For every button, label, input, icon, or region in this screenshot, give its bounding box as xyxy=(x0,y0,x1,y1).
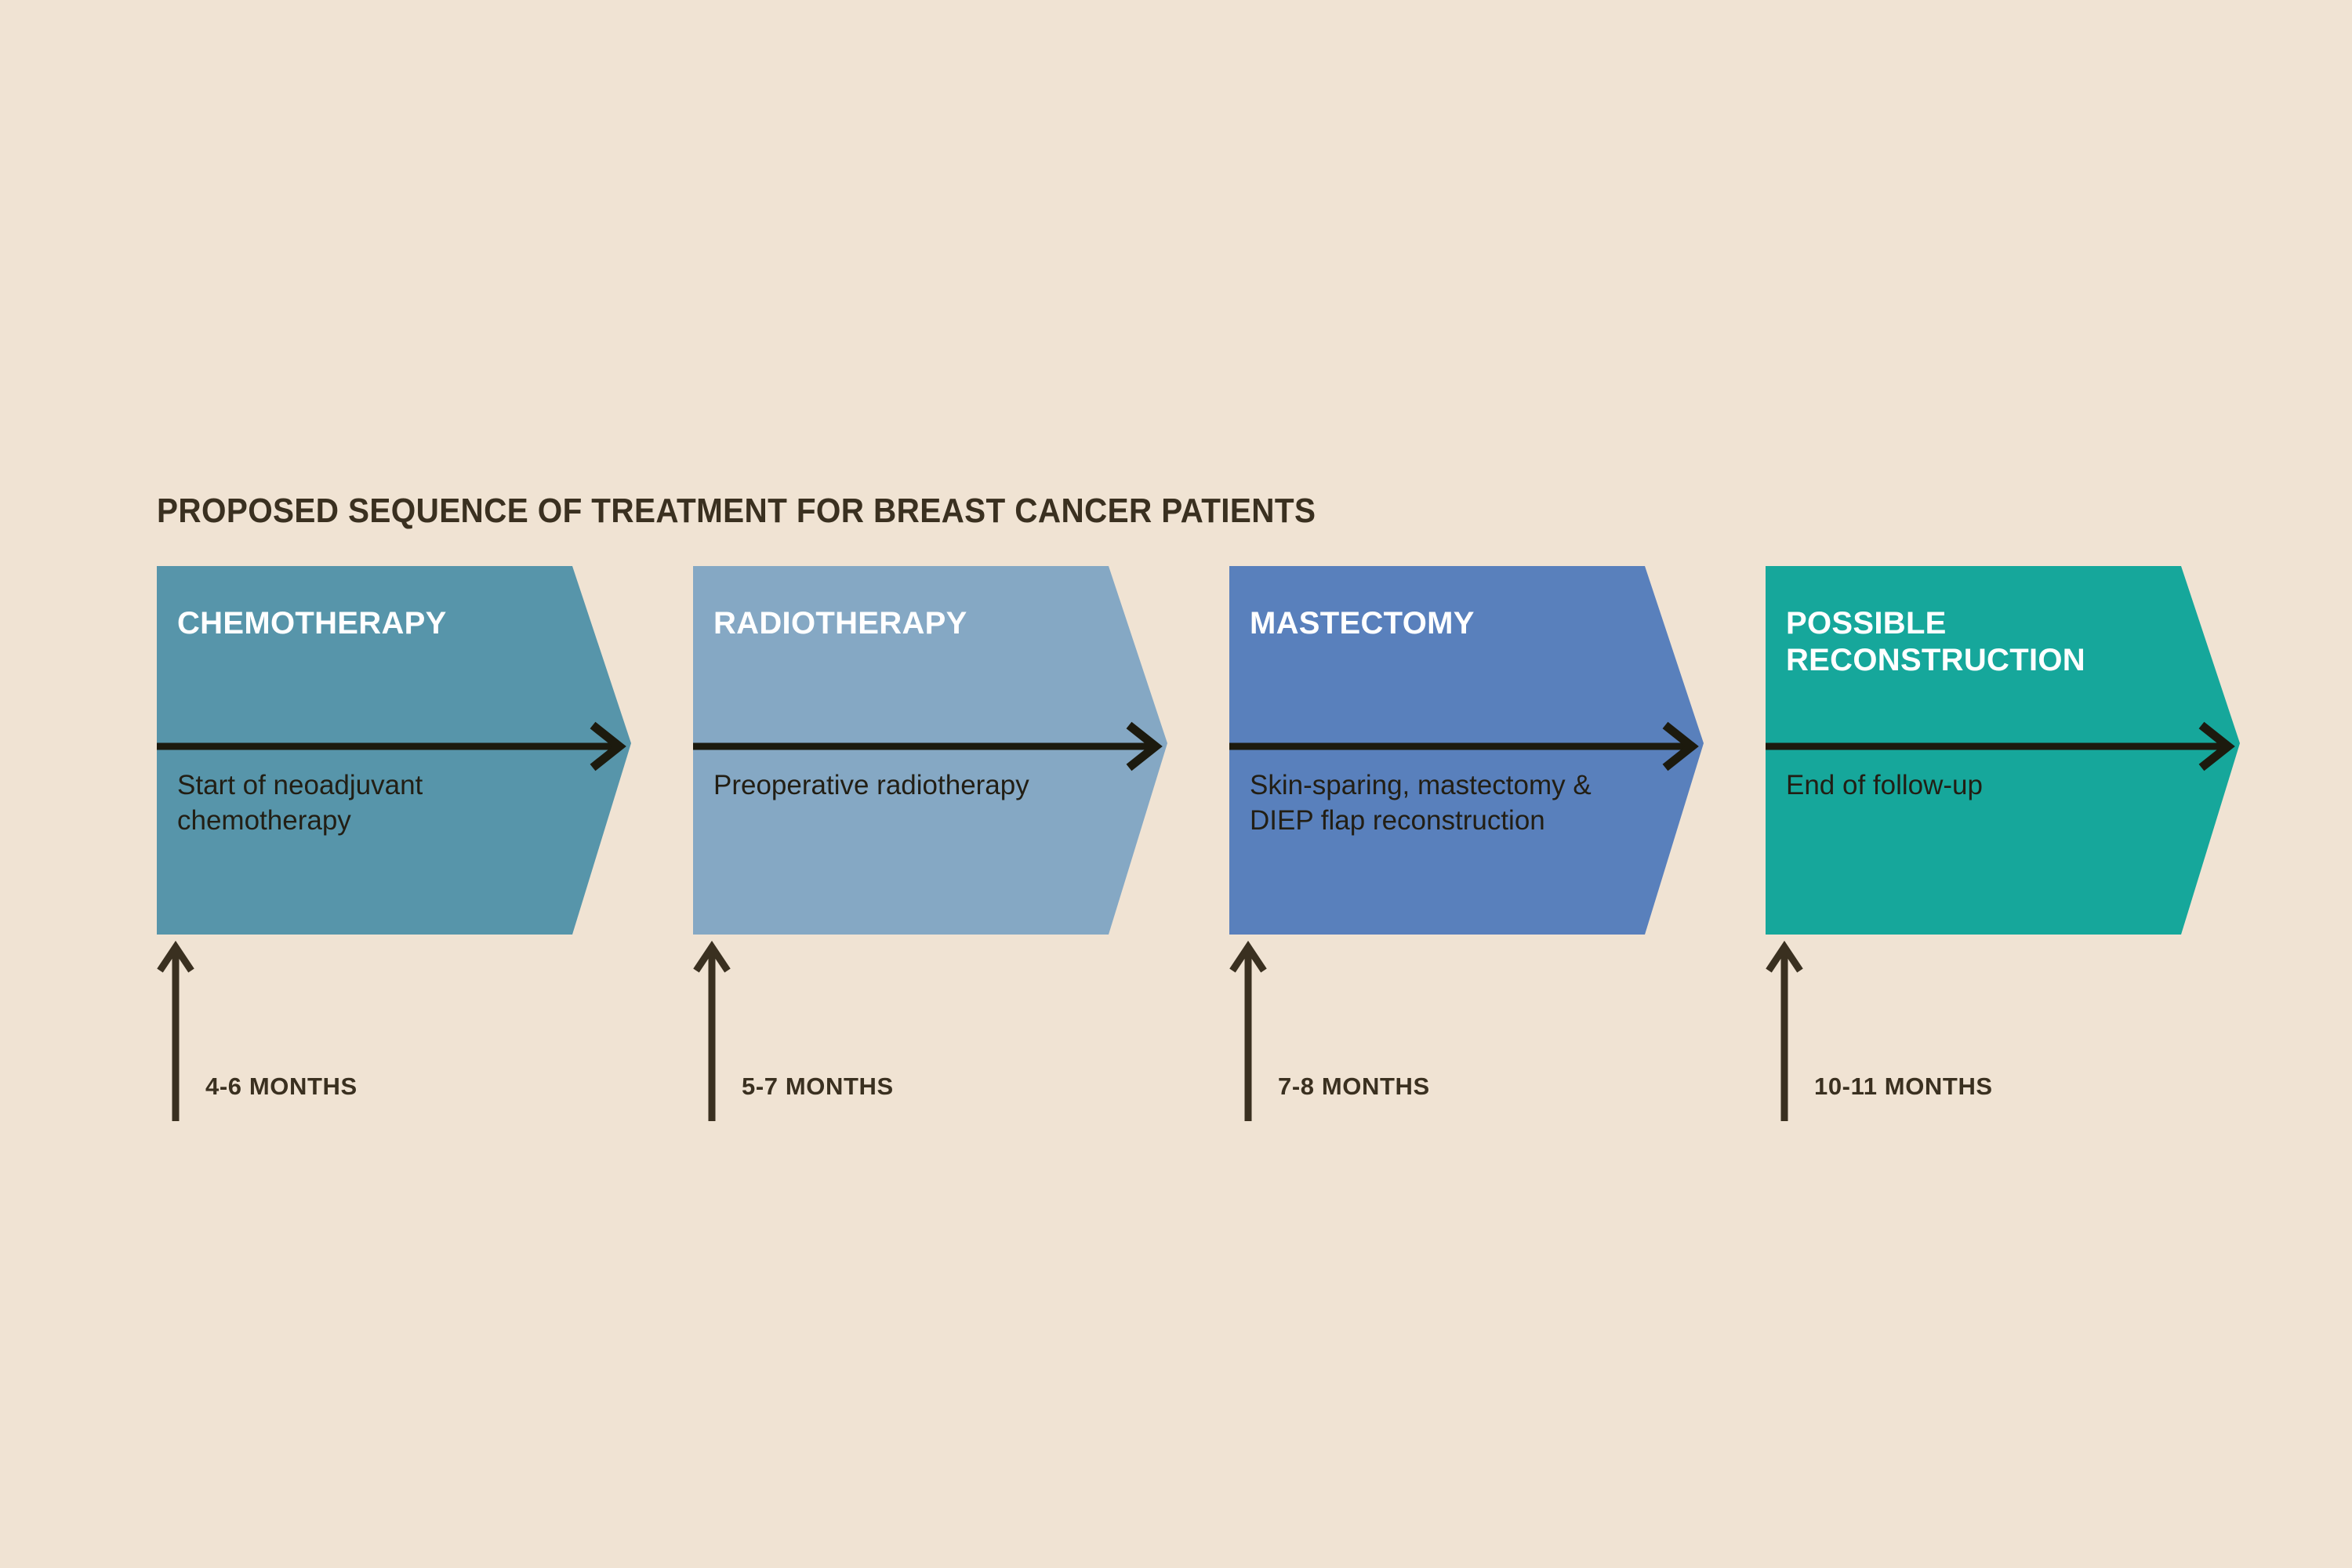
stage-description: Start of neoadjuvant chemotherapy xyxy=(177,770,423,836)
stage-description: Skin-sparing, mastectomy & DIEP flap rec… xyxy=(1250,770,1592,836)
up-arrow-icon xyxy=(157,940,194,1121)
flow-arrow-icon xyxy=(157,721,626,771)
timeline-marker-2: 5-7 MONTHS xyxy=(693,939,1132,1127)
stage-title: CHEMOTHERAPY xyxy=(177,606,447,641)
chevron-shape-icon xyxy=(693,566,1167,935)
stage-block-chemotherapy[interactable]: CHEMOTHERAPY Start of neoadjuvant chemot… xyxy=(157,566,639,935)
stage-title: RADIOTHERAPY xyxy=(713,606,967,641)
timeline-marker-4: 10-11 MONTHS xyxy=(1766,939,2205,1127)
chevron-polygon xyxy=(1229,566,1704,935)
chevron-shape-icon xyxy=(157,566,631,935)
stage-content: MASTECTOMY Skin-sparing, mastectomy & DI… xyxy=(1229,566,1699,935)
flow-arrow-icon xyxy=(1229,721,1699,771)
stage-description: End of follow-up xyxy=(1786,770,1983,800)
up-arrow-icon xyxy=(693,940,731,1121)
stage-block-radiotherapy[interactable]: RADIOTHERAPY Preoperative radiotherapy xyxy=(693,566,1175,935)
timeline-marker-3: 7-8 MONTHS xyxy=(1229,939,1668,1127)
stage-block-possible-reconstruction[interactable]: POSSIBLE RECONSTRUCTION End of follow-up xyxy=(1766,566,2248,935)
stage-title: MASTECTOMY xyxy=(1250,606,1475,641)
chevron-polygon xyxy=(693,566,1167,935)
timeline-label: 7-8 MONTHS xyxy=(1278,1073,1430,1100)
timeline-label: 5-7 MONTHS xyxy=(742,1073,894,1100)
stage-content: POSSIBLE RECONSTRUCTION End of follow-up xyxy=(1766,566,2235,935)
up-arrow-icon xyxy=(1229,940,1267,1121)
stage-block-mastectomy[interactable]: MASTECTOMY Skin-sparing, mastectomy & DI… xyxy=(1229,566,1711,935)
timeline-label: 4-6 MONTHS xyxy=(205,1073,358,1100)
flow-arrow-icon xyxy=(1766,721,2235,771)
timeline-label: 10-11 MONTHS xyxy=(1814,1073,1993,1100)
chevron-polygon xyxy=(1766,566,2240,935)
page-title: PROPOSED SEQUENCE OF TREATMENT FOR BREAS… xyxy=(157,492,1316,530)
flow-arrow-icon xyxy=(693,721,1163,771)
up-arrow-icon xyxy=(1766,940,1803,1121)
timeline-marker-1: 4-6 MONTHS xyxy=(157,939,596,1127)
stage-content: RADIOTHERAPY Preoperative radiotherapy xyxy=(693,566,1163,935)
chevron-shape-icon xyxy=(1229,566,1704,935)
stage-title: POSSIBLE RECONSTRUCTION xyxy=(1786,606,2085,678)
chevron-shape-icon xyxy=(1766,566,2240,935)
stage-content: CHEMOTHERAPY Start of neoadjuvant chemot… xyxy=(157,566,626,935)
chevron-polygon xyxy=(157,566,631,935)
stage-description: Preoperative radiotherapy xyxy=(713,770,1029,800)
